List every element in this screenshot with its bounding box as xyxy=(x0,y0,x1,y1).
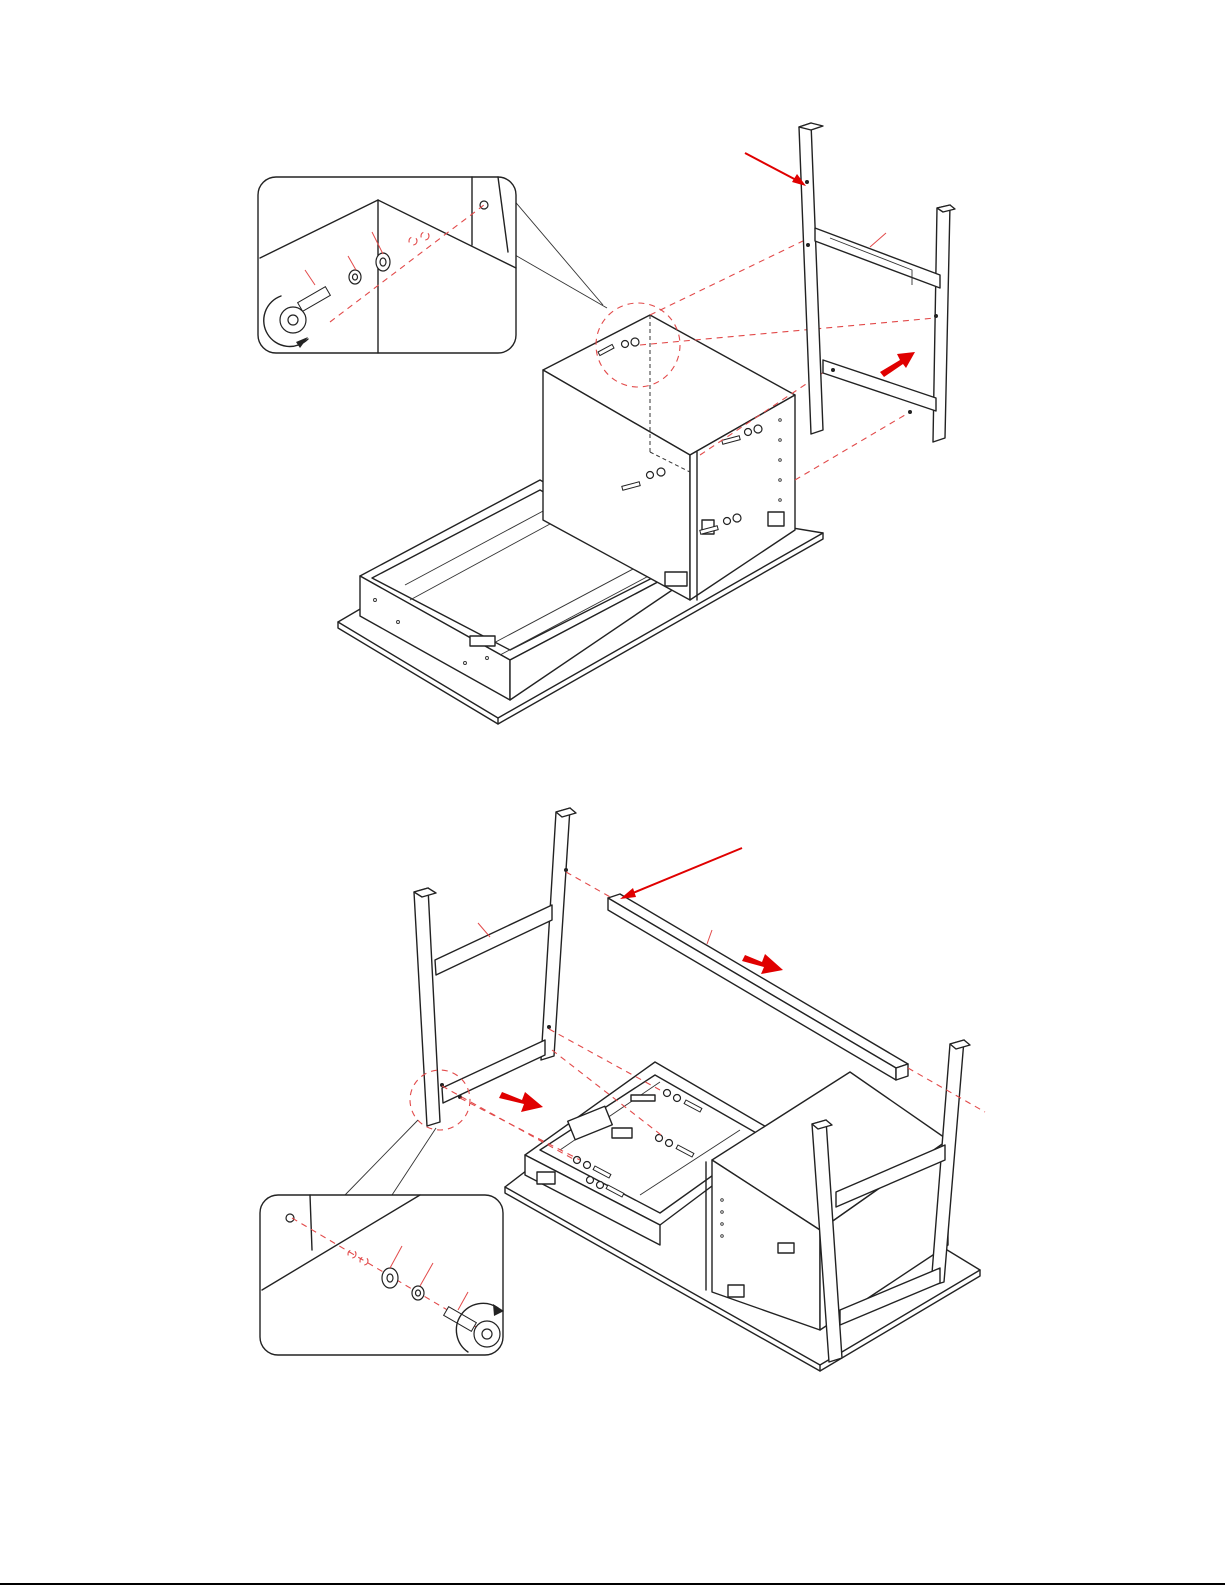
leg-frame xyxy=(799,123,955,442)
push-arrow-leg-frame xyxy=(880,352,915,377)
stretcher-bar xyxy=(608,894,908,1080)
leader-arrow-to-stretcher-end xyxy=(620,848,742,899)
detail-callout-upper xyxy=(258,177,516,353)
leg-frame-left xyxy=(414,808,576,1126)
upper-step xyxy=(258,123,955,724)
lower-step xyxy=(260,808,985,1371)
detail-callout-lower xyxy=(260,1195,504,1355)
push-arrow-leg-frame-lower xyxy=(499,1092,543,1112)
leader-arrow-to-leg-hole xyxy=(745,153,806,186)
